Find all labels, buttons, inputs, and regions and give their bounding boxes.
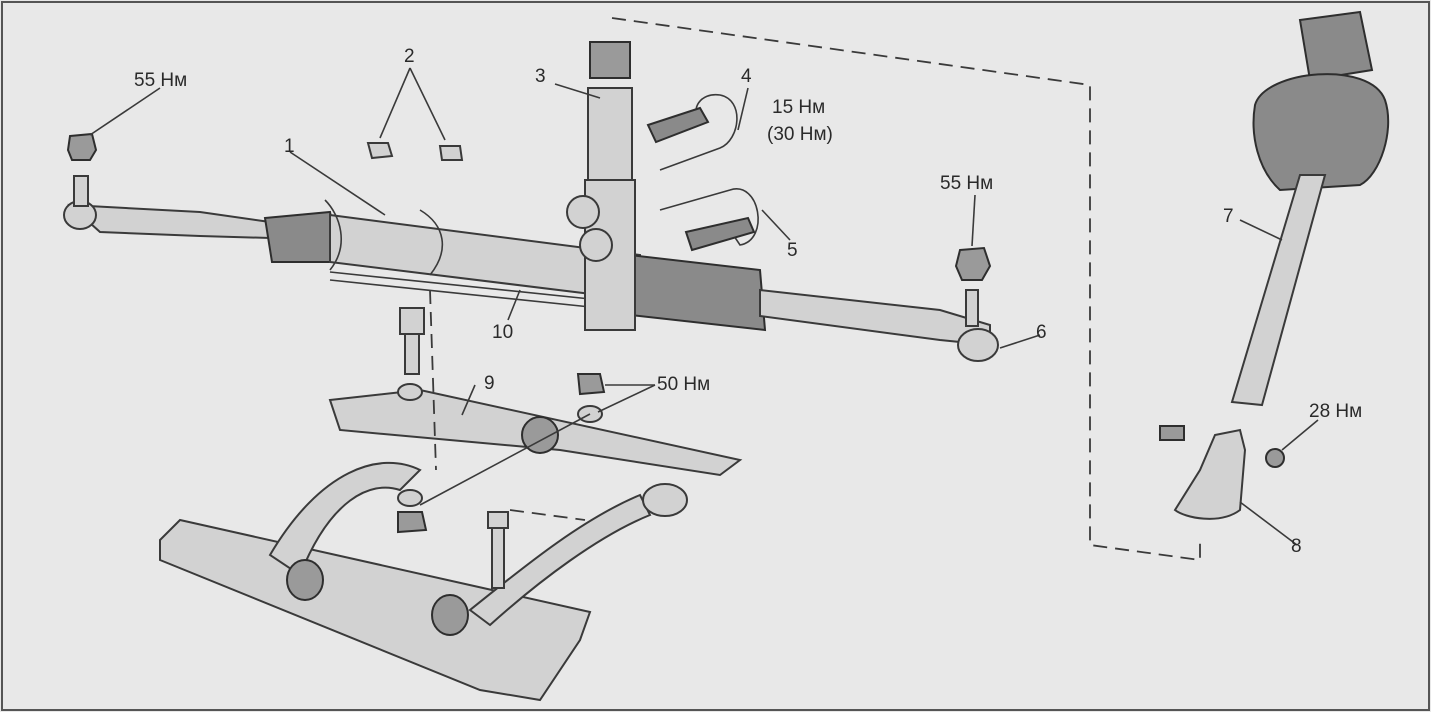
bolt-head-lower (487, 511, 509, 529)
lower-beam (159, 518, 592, 702)
clamp-left (324, 199, 342, 271)
valve-housing (587, 87, 633, 189)
steering-rack (63, 41, 999, 362)
intermediate-shaft (1230, 174, 1327, 407)
column-corrugated-tube (1298, 10, 1374, 82)
torque-label-subframe: 50 Нм (657, 374, 710, 395)
right-ball-joint (957, 328, 999, 362)
subframe (159, 388, 743, 702)
left-ball-stud (73, 175, 89, 207)
left-arm (268, 462, 422, 577)
clamp-right (419, 209, 444, 276)
right-boot (629, 253, 767, 332)
pressure-hose (659, 94, 738, 171)
callout-9: 9 (484, 373, 495, 394)
callout-8: 8 (1291, 536, 1302, 557)
connection-dashed-line (611, 17, 1201, 562)
torque-label-hose: 15 Нм (772, 97, 825, 118)
input-coupler (589, 41, 631, 79)
left-nut (66, 132, 98, 161)
callout-6: 6 (1036, 322, 1047, 343)
pinch-nut (1265, 448, 1285, 468)
return-hose (659, 188, 759, 246)
washer-lower (397, 489, 423, 507)
right-tie-rod (759, 288, 991, 347)
leader-lines (89, 67, 1319, 546)
callout-4: 4 (741, 66, 752, 87)
clamp-nut-b (438, 145, 464, 161)
torque-label-right-tierod: 55 Нм (940, 173, 993, 194)
hose-sleeve-lower (684, 216, 756, 252)
coupling (1159, 425, 1285, 520)
nut-upper-right (576, 373, 606, 396)
pinch-bolt (1159, 425, 1185, 441)
callout-3: 3 (535, 66, 546, 87)
right-ball-stud (965, 289, 979, 327)
bushing-right (431, 594, 469, 636)
torque-label-hose-alt: (30 Нм) (767, 124, 833, 145)
fluid-line (329, 271, 601, 301)
bolt-head (399, 307, 425, 335)
column-dust-boot (1252, 73, 1390, 192)
nut-lower-left (397, 511, 428, 534)
right-arm (468, 493, 652, 627)
bolt-shank (404, 333, 420, 375)
torque-label-coupling: 28 Нм (1309, 401, 1362, 422)
mount-ring (642, 483, 688, 517)
port-fitting-lower (579, 228, 613, 262)
port-fitting-upper (566, 195, 600, 229)
clamp-nut-a (366, 142, 394, 160)
left-boot (263, 210, 342, 263)
rack-mount-bushing (521, 416, 559, 454)
hose-sleeve-upper (646, 106, 710, 144)
callout-1: 1 (284, 136, 295, 157)
bolt-shank-lower (491, 527, 505, 589)
washer-upper (397, 383, 423, 401)
steering-column (1230, 10, 1390, 407)
left-tie-rod (67, 203, 271, 240)
fasteners (397, 289, 606, 589)
callout-7: 7 (1223, 206, 1234, 227)
bushing-left (286, 559, 324, 601)
callout-2: 2 (404, 46, 415, 67)
universal-joint-coupling (1173, 428, 1247, 520)
right-nut (954, 246, 992, 281)
torque-label-left-tierod: 55 Нм (134, 70, 187, 91)
callout-5: 5 (787, 240, 798, 261)
callout-10: 10 (492, 322, 513, 343)
